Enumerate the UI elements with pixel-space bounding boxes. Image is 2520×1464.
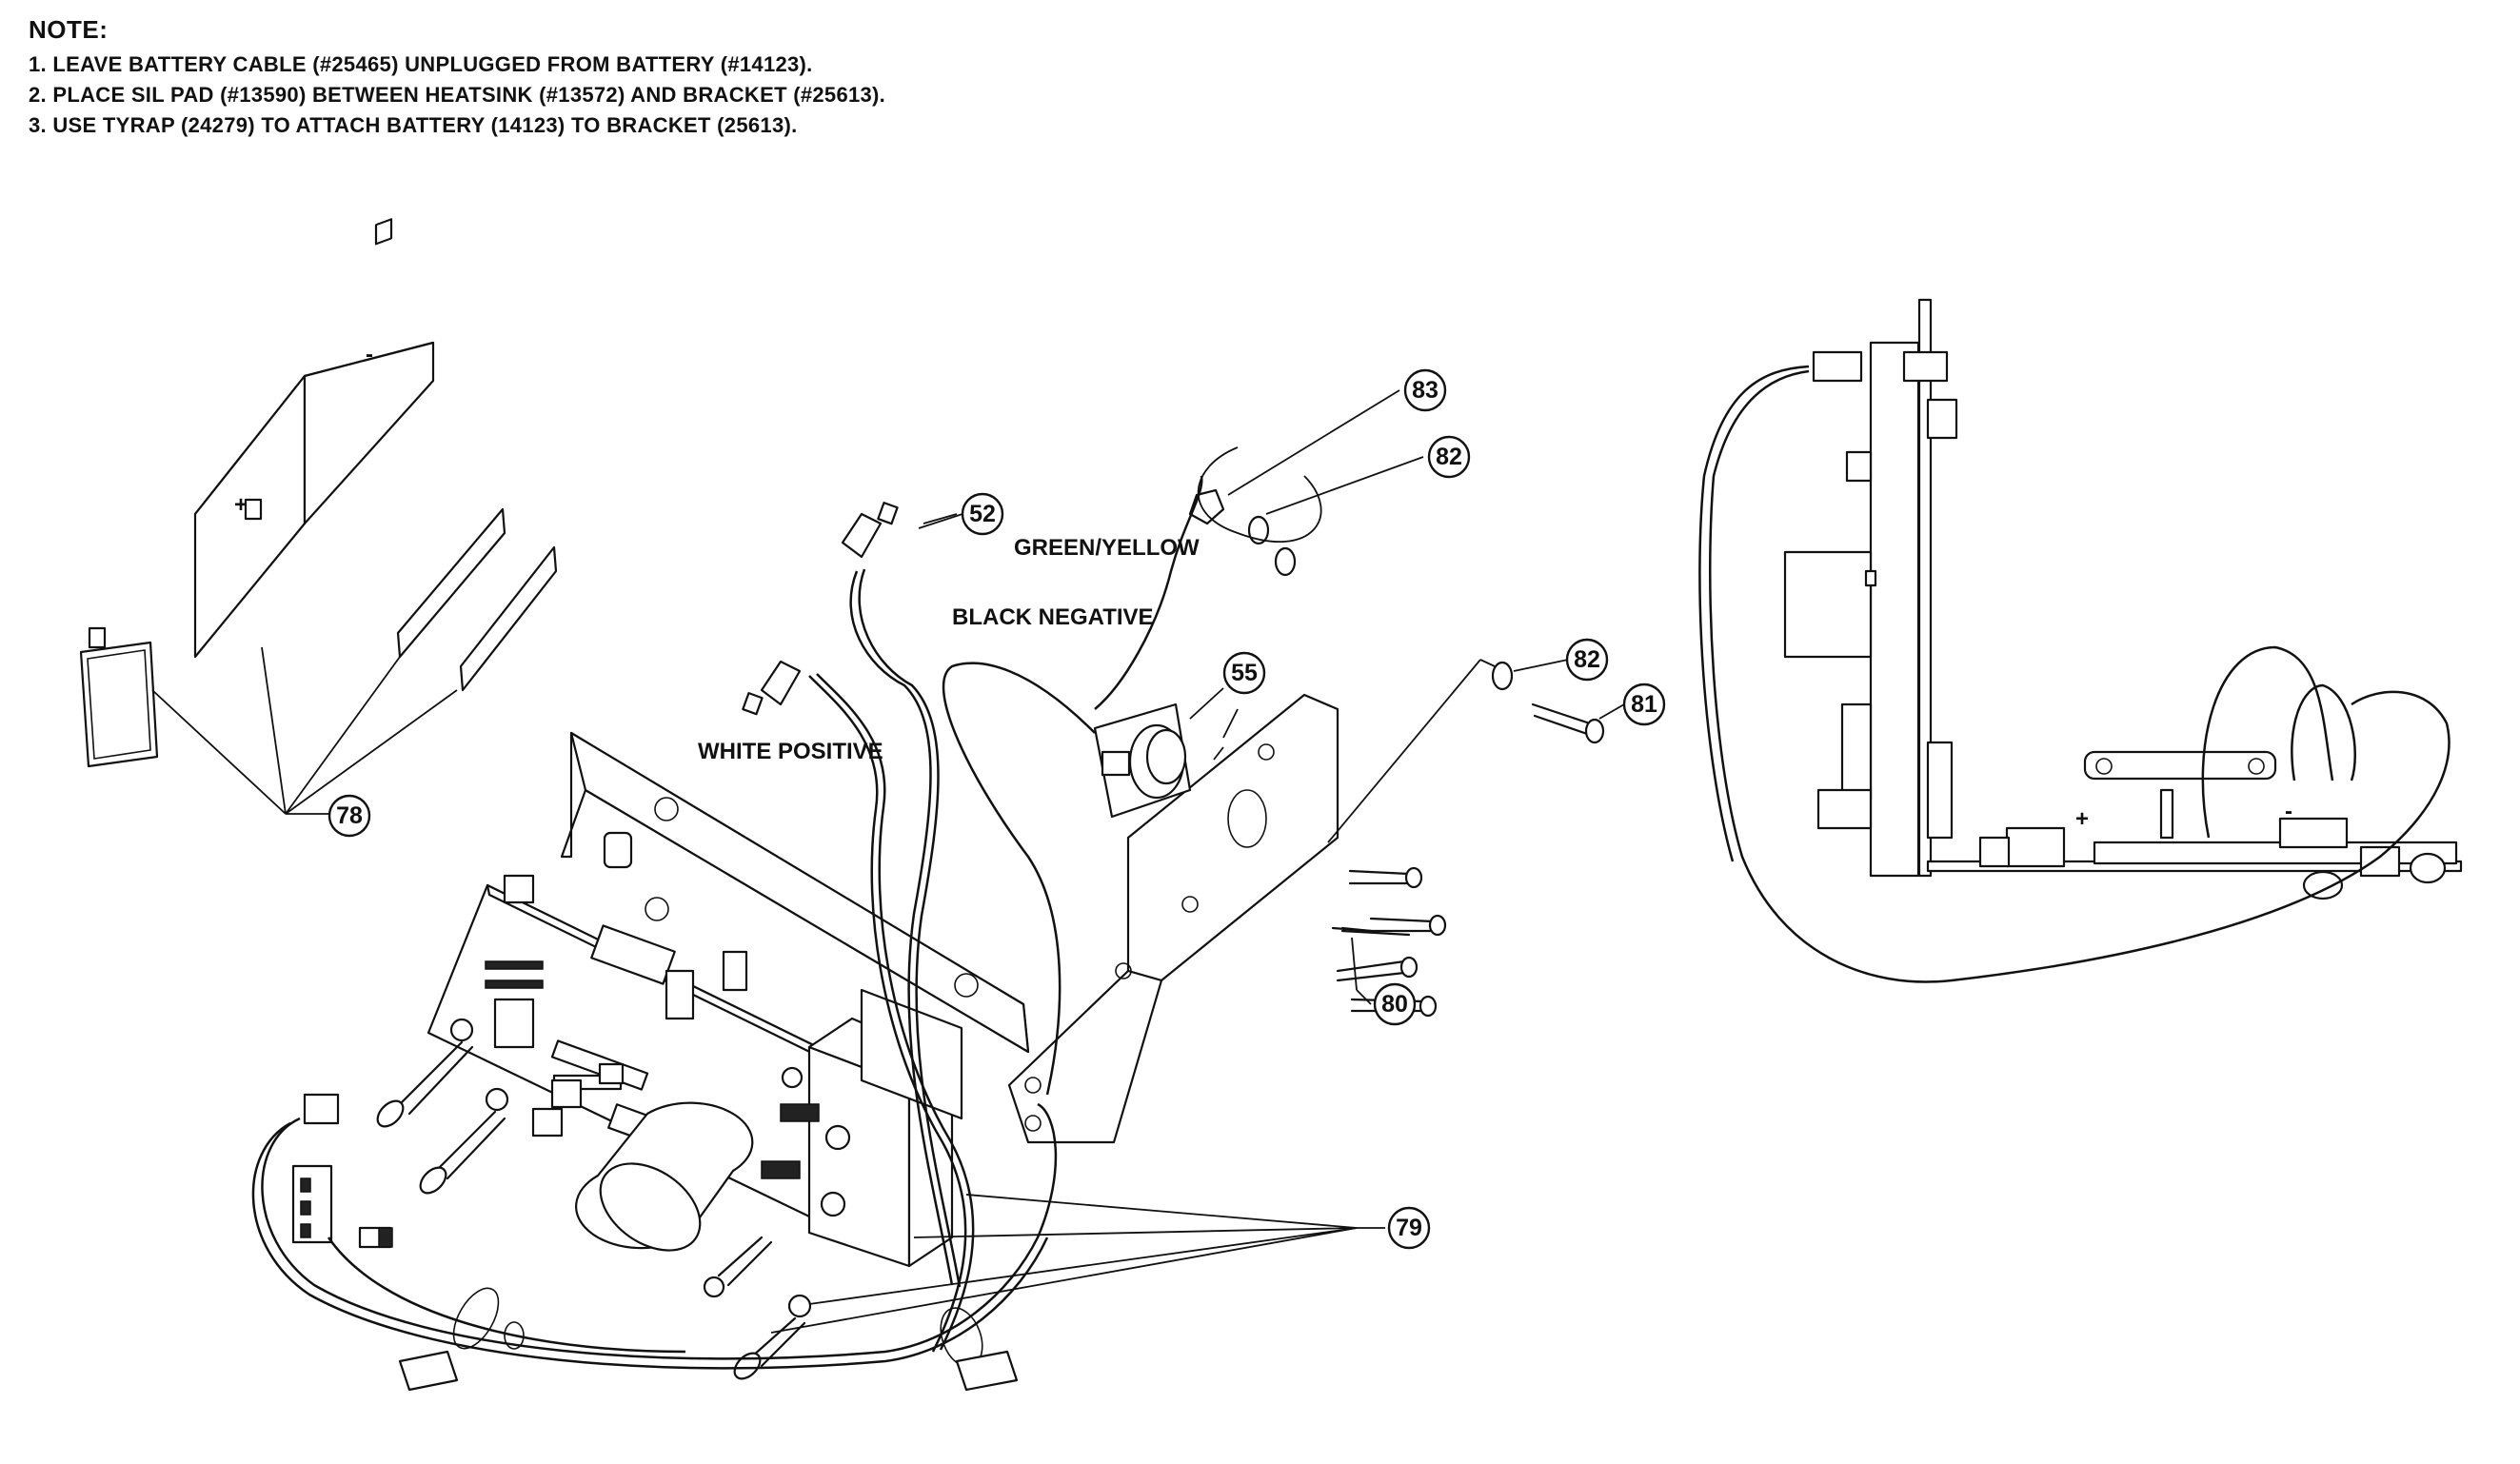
- callout-79-label: 79: [1396, 1215, 1422, 1241]
- pcb-board: [427, 831, 889, 1230]
- mounting-plate: [560, 731, 1030, 1054]
- wires: [251, 475, 1203, 1370]
- label-green-yellow: GREEN/YELLOW: [1014, 535, 1200, 561]
- leaders-78: [151, 646, 458, 815]
- callout-83: 83: [1403, 368, 1447, 412]
- note-line-3: 3. USE TYRAP (24279) TO ATTACH BATTERY (…: [29, 113, 798, 137]
- sil-pad: [79, 626, 159, 768]
- callout-81-label: 81: [1631, 691, 1657, 718]
- tyrap-strips: [396, 507, 558, 692]
- ground-hardware: [1188, 446, 1322, 577]
- callout-82-top: 82: [1427, 435, 1471, 479]
- side-view-minus-mark: -: [2285, 799, 2292, 824]
- notes-block: NOTE: 1. LEAVE BATTERY CABLE (#25465) UN…: [29, 15, 885, 144]
- side-view: + -: [1698, 298, 2463, 983]
- label-black-negative: BLACK NEGATIVE: [952, 604, 1154, 630]
- callout-78: 78: [327, 794, 371, 838]
- right-bracket: [1007, 693, 1339, 1144]
- callout-80: 80: [1373, 982, 1417, 1026]
- battery-plus-mark: +: [234, 492, 248, 518]
- callout-55: 55: [1222, 651, 1266, 695]
- note-line-1: 1. LEAVE BATTERY CABLE (#25465) UNPLUGGE…: [29, 52, 813, 76]
- callout-82-top-label: 82: [1436, 444, 1462, 470]
- callout-52-label: 52: [969, 501, 996, 527]
- callout-79: 79: [1387, 1206, 1431, 1250]
- tyraps-bottom: [398, 1287, 1019, 1392]
- callout-80-label: 80: [1381, 991, 1408, 1018]
- callout-55-label: 55: [1231, 660, 1258, 686]
- capacitor: [575, 1101, 754, 1252]
- callout-82-right: 82: [1565, 638, 1609, 682]
- callout-82-right-label: 82: [1574, 646, 1600, 673]
- label-white-positive: WHITE POSITIVE: [698, 739, 883, 764]
- notes-title: NOTE:: [29, 15, 109, 44]
- bracket-screws: [1331, 661, 1605, 1018]
- callout-leaders: [918, 513, 1625, 720]
- leaders-misc: [1213, 659, 1496, 1005]
- wire-terminals: [742, 502, 899, 716]
- leaders-79: [770, 1194, 1385, 1334]
- callout-78-label: 78: [336, 802, 363, 829]
- callout-83-label: 83: [1412, 377, 1439, 404]
- callout-52: 52: [961, 492, 1004, 536]
- battery: - +: [193, 218, 435, 659]
- side-view-plus-mark: +: [2075, 806, 2089, 832]
- panel-connector: [1093, 702, 1192, 819]
- battery-minus-mark: -: [366, 342, 373, 367]
- note-line-2: 2. PLACE SIL PAD (#13590) BETWEEN HEATSI…: [29, 83, 886, 107]
- callout-81: 81: [1622, 683, 1666, 726]
- connector-block: [291, 1093, 393, 1249]
- leaders-top: [923, 389, 1424, 720]
